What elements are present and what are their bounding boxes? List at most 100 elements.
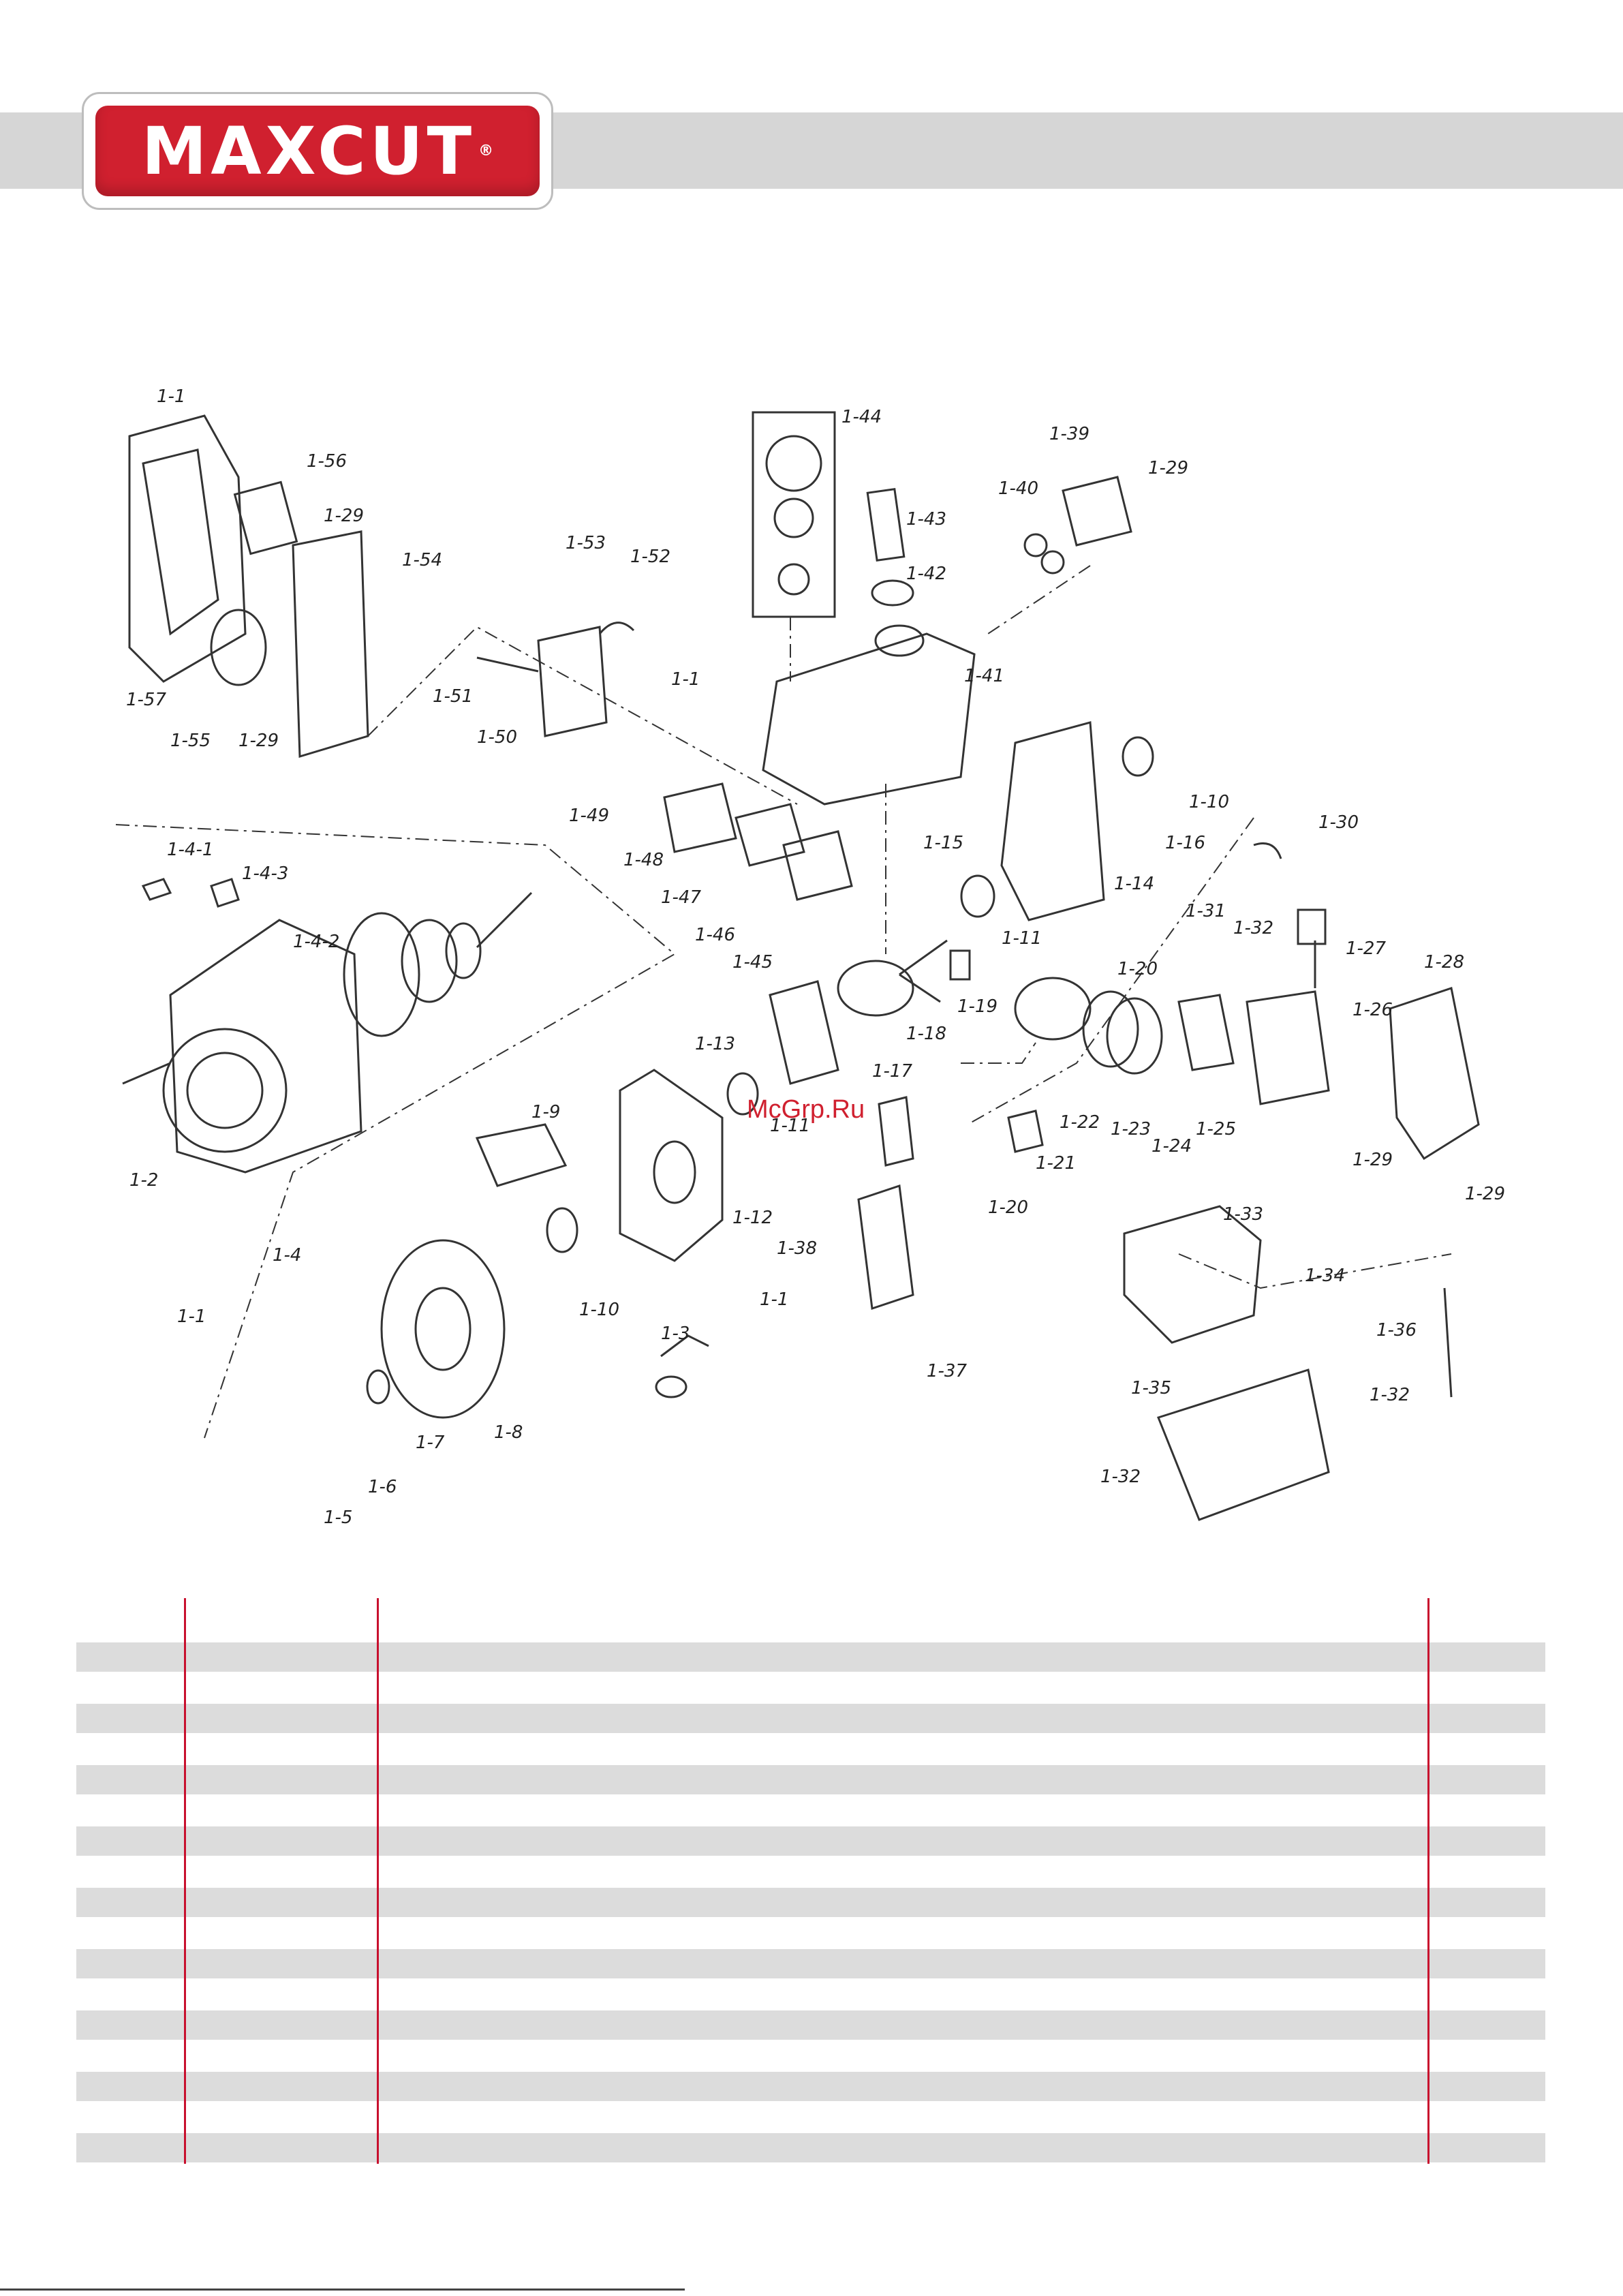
part-callout: 1-56 — [307, 451, 347, 472]
part-callout: 1-48 — [623, 850, 664, 870]
part-callout: 1-4-2 — [293, 932, 339, 952]
part-callout: 1-28 — [1424, 952, 1464, 973]
filter-disc — [210, 609, 267, 686]
part-callout: 1-1 — [177, 1306, 206, 1327]
air-filter — [233, 480, 298, 555]
part-callout: 1-20 — [1117, 959, 1158, 979]
table-column-divider — [377, 1598, 379, 2164]
table-row — [76, 1704, 1545, 1733]
piston — [1014, 977, 1092, 1041]
part-callout: 1-19 — [957, 996, 998, 1017]
part-callout: 1-8 — [494, 1422, 523, 1443]
part-callout: 1-12 — [732, 1208, 773, 1228]
muffler — [1123, 1205, 1262, 1344]
part-callout: 1-10 — [579, 1300, 619, 1320]
crankshaft — [837, 960, 914, 1017]
part-callout: 1-22 — [1060, 1112, 1100, 1133]
part-callout: 1-47 — [661, 887, 701, 908]
crankcase-gasket — [769, 980, 839, 1085]
spark-plug — [1297, 908, 1327, 945]
part-callout: 1-41 — [964, 666, 1004, 686]
part-callout: 1-24 — [1151, 1136, 1192, 1157]
part-callout: 1-27 — [1346, 938, 1386, 959]
part-callout: 1-29 — [1352, 1150, 1393, 1170]
footer-rule — [0, 2289, 685, 2291]
table-row — [76, 1888, 1545, 1917]
table-row — [76, 2072, 1545, 2101]
part-callout: 1-54 — [402, 550, 442, 570]
ignition-coil — [857, 1184, 914, 1311]
table-column-divider — [184, 1598, 186, 2164]
part-callout: 1-20 — [988, 1197, 1028, 1218]
part-callout: 1-35 — [1131, 1378, 1171, 1398]
part-callout: 1-1 — [760, 1289, 788, 1310]
part-callout: 1-43 — [906, 509, 946, 530]
flywheel — [380, 1239, 506, 1419]
part-callout: 1-5 — [324, 1507, 352, 1528]
cylinder — [1246, 990, 1330, 1105]
muffler-cover — [1157, 1368, 1330, 1521]
part-callout: 1-1 — [671, 669, 700, 690]
part-callout: 1-29 — [1148, 458, 1188, 478]
cylinder-shroud — [1389, 987, 1480, 1161]
part-callout: 1-16 — [1165, 833, 1205, 853]
part-callout: 1-38 — [777, 1238, 817, 1259]
gasket-b — [735, 803, 805, 867]
table-column-divider — [1427, 1598, 1429, 2164]
part-callout: 1-6 — [368, 1477, 397, 1497]
fuel-tank — [762, 632, 976, 806]
part-callout: 1-45 — [732, 952, 773, 973]
part-callout: 1-3 — [661, 1323, 690, 1344]
starter-housing — [169, 919, 362, 1174]
part-callout: 1-32 — [1100, 1467, 1141, 1487]
wire-clip — [660, 1334, 709, 1358]
part-callout: 1-21 — [1036, 1153, 1076, 1174]
part-callout: 1-42 — [906, 564, 946, 584]
carburetor — [537, 626, 608, 737]
part-callout: 1-25 — [1196, 1119, 1236, 1139]
handle-bracket — [1062, 476, 1132, 547]
table-row — [76, 2010, 1545, 2040]
part-callout: 1-15 — [923, 833, 963, 853]
starter-spring — [343, 912, 420, 1037]
part-callout: 1-53 — [566, 533, 606, 553]
ignition-coil-a — [878, 1096, 914, 1167]
part-callout: 1-14 — [1114, 874, 1154, 894]
part-callout: 1-36 — [1376, 1320, 1417, 1341]
part-callout: 1-55 — [170, 731, 211, 751]
part-callout: 1-39 — [1049, 424, 1089, 444]
part-callout: 1-31 — [1186, 901, 1226, 921]
part-callout: 1-57 — [126, 690, 166, 710]
part-callout: 1-33 — [1223, 1204, 1263, 1225]
exploded-parts-diagram: 1-11-561-291-541-531-521-441-431-421-391… — [115, 386, 1505, 1528]
piston-pin — [1007, 1109, 1044, 1153]
part-callout: 1-32 — [1370, 1385, 1410, 1405]
starter-pulley — [162, 1028, 288, 1153]
part-callout: 1-7 — [416, 1433, 445, 1453]
table-row — [76, 2133, 1545, 2162]
part-callout: 1-11 — [1002, 928, 1042, 949]
cylinder-gasket — [1177, 994, 1235, 1071]
table-row — [76, 1642, 1545, 1672]
parts-table — [76, 1598, 1545, 2164]
part-callout: 1-2 — [129, 1170, 158, 1191]
rear-cover — [128, 414, 247, 683]
table-row — [76, 1765, 1545, 1794]
brand-name: MAXCUT — [141, 112, 476, 189]
part-callout: 1-4-1 — [167, 840, 213, 860]
table-row — [76, 1826, 1545, 1856]
part-callout: 1-51 — [433, 686, 473, 707]
part-callout: 1-23 — [1111, 1119, 1151, 1139]
part-callout: 1-4-3 — [242, 863, 288, 884]
part-callout: 1-29 — [238, 731, 279, 751]
part-callout: 1-29 — [324, 506, 364, 526]
part-callout: 1-9 — [531, 1102, 560, 1122]
part-callout: 1-49 — [569, 806, 609, 826]
brand-logo: MAXCUT® — [95, 106, 540, 196]
bracket-1-9 — [475, 1123, 568, 1187]
filter-cover — [292, 530, 369, 758]
reed-block — [782, 830, 853, 901]
fuel-pipe — [866, 488, 906, 562]
watermark: McGrp.Ru — [747, 1095, 865, 1124]
part-callout: 1-10 — [1189, 792, 1229, 812]
